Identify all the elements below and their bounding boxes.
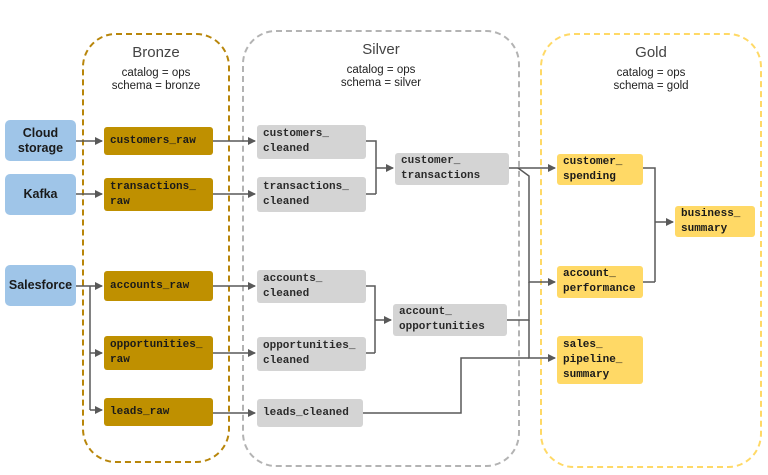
source-salesforce[interactable]: Salesforce xyxy=(5,265,76,306)
node-transactions-raw[interactable]: transactions_ raw xyxy=(104,178,213,211)
edge-account-opportunities-pipeline xyxy=(528,320,556,362)
gold-catalog-label: catalog = ops xyxy=(616,67,686,79)
edge-customers-cleaned-join xyxy=(366,140,393,195)
node-leads-raw[interactable]: leads_raw xyxy=(104,398,213,426)
node-account-opportunities-label: account_ opportunities xyxy=(399,306,485,333)
source-cloud-storage[interactable]: Cloud storage xyxy=(5,120,76,161)
node-opportunities-cleaned[interactable]: opportunities_ cleaned xyxy=(257,337,366,371)
source-salesforce-label: Salesforce xyxy=(8,278,73,292)
silver-title: Silver xyxy=(362,41,400,58)
node-customer-spending-label: customer_ spending xyxy=(563,155,623,183)
node-leads-cleaned[interactable]: leads_cleaned xyxy=(257,399,363,427)
node-transactions-cleaned[interactable]: transactions_ cleaned xyxy=(257,177,366,212)
node-sales-pipeline-summary-label: sales_ pipeline_ summary xyxy=(563,338,623,381)
silver-schema-label: schema = silver xyxy=(340,77,422,89)
edge-customer-transactions-performance xyxy=(517,167,556,286)
node-customers-raw-label: customers_raw xyxy=(110,134,196,147)
silver-catalog-label: catalog = ops xyxy=(346,64,416,76)
node-account-performance[interactable]: account_ performance xyxy=(557,266,643,298)
node-opportunities-raw-label: opportunities_ raw xyxy=(110,339,203,366)
node-customer-spending[interactable]: customer_ spending xyxy=(557,154,643,185)
node-customers-cleaned-label: customers_ cleaned xyxy=(263,128,330,155)
edge-accounts-cleaned-join xyxy=(366,285,391,354)
gold-title: Gold xyxy=(635,44,667,61)
edge-gold-business-summary xyxy=(643,167,673,283)
gold-region: Gold catalog = ops schema = gold xyxy=(540,33,762,468)
node-customer-transactions[interactable]: customer_ transactions xyxy=(395,153,509,185)
node-leads-raw-label: leads_raw xyxy=(110,405,170,418)
node-account-performance-label: account_ performance xyxy=(563,268,636,295)
node-business-summary-label: business_ summary xyxy=(681,207,741,235)
node-customer-transactions-label: customer_ transactions xyxy=(401,155,481,182)
node-account-opportunities[interactable]: account_ opportunities xyxy=(393,304,507,336)
node-accounts-raw-label: accounts_raw xyxy=(110,279,190,292)
node-customers-cleaned[interactable]: customers_ cleaned xyxy=(257,125,366,159)
source-kafka-label: Kafka xyxy=(23,187,58,201)
node-opportunities-cleaned-label: opportunities_ cleaned xyxy=(263,340,356,367)
bronze-title: Bronze xyxy=(132,44,180,61)
node-transactions-raw-label: transactions_ raw xyxy=(110,180,196,208)
node-business-summary[interactable]: business_ summary xyxy=(675,206,755,237)
gold-schema-label: schema = gold xyxy=(613,80,689,92)
node-leads-cleaned-label: leads_cleaned xyxy=(263,406,349,419)
edge-salesforce-opportunities-raw xyxy=(89,286,102,410)
node-customers-raw[interactable]: customers_raw xyxy=(104,127,213,155)
bronze-catalog-label: catalog = ops xyxy=(121,67,191,79)
node-accounts-cleaned-label: accounts_ cleaned xyxy=(263,272,323,300)
bronze-region: Bronze catalog = ops schema = bronze xyxy=(82,33,230,463)
node-transactions-cleaned-label: transactions_ cleaned xyxy=(263,180,349,208)
source-kafka[interactable]: Kafka xyxy=(5,174,76,215)
bronze-schema-label: schema = bronze xyxy=(111,80,201,92)
silver-region: Silver catalog = ops schema = silver xyxy=(242,30,520,467)
edge-account-opportunities-performance xyxy=(507,282,530,321)
node-opportunities-raw[interactable]: opportunities_ raw xyxy=(104,336,213,370)
edge-leads-cleaned-pipeline xyxy=(363,357,529,414)
source-cloud-storage-label: Cloud storage xyxy=(17,125,64,155)
node-accounts-cleaned[interactable]: accounts_ cleaned xyxy=(257,270,366,303)
node-accounts-raw[interactable]: accounts_raw xyxy=(104,271,213,301)
node-sales-pipeline-summary[interactable]: sales_ pipeline_ summary xyxy=(557,336,643,384)
